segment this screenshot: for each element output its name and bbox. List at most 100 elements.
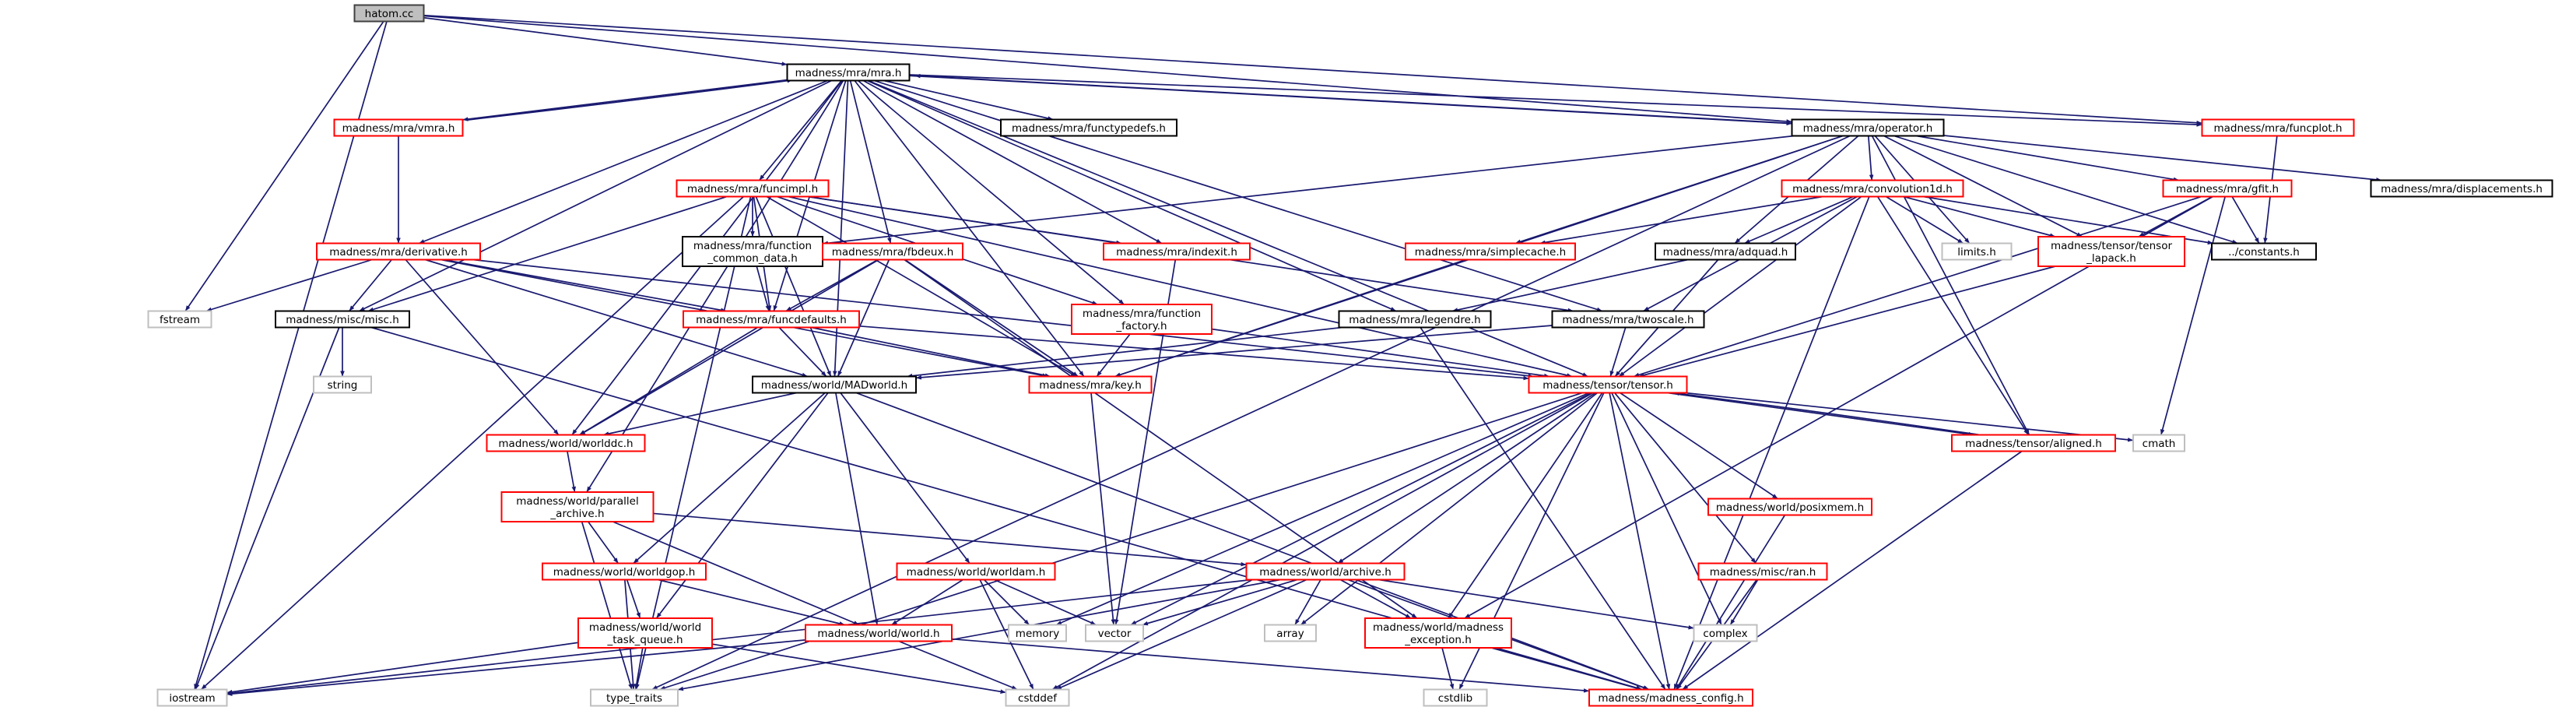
node-mra[interactable]: madness/mra/mra.h (786, 63, 911, 82)
node-tensor_lapack-box (2037, 236, 2185, 267)
node-ran-box (1697, 562, 1828, 581)
node-functypedefs[interactable]: madness/mra/functypedefs.h (1000, 118, 1177, 137)
node-aligned-label: madness/tensor/aligned.h (1965, 438, 2102, 450)
edge-parallel_archive-to-world (612, 521, 860, 626)
node-legendre[interactable]: madness/mra/legendre.h (1338, 310, 1492, 329)
node-hatom[interactable]: hatom.cc (353, 4, 425, 23)
node-worldgop[interactable]: madness/world/worldgop.h (542, 562, 707, 581)
edge-madness_exception-to-madness_config (1491, 647, 1642, 691)
node-fbdeux[interactable]: madness/mra/fbdeux.h (822, 242, 963, 261)
node-cstdlib-box (1423, 688, 1488, 707)
edge-simplecache-to-key (1114, 259, 1466, 378)
node-funcdefaults[interactable]: madness/mra/funcdefaults.h (683, 310, 860, 329)
edge-parallel_archive-to-type_traits (581, 521, 633, 690)
node-madness_exception[interactable]: madness/world/madness_exception.h (1364, 617, 1512, 649)
node-worlddc[interactable]: madness/world/worlddc.h (486, 434, 646, 452)
node-function_common_data[interactable]: madness/mra/function_common_data.h (682, 236, 823, 267)
node-vector-box (1085, 624, 1144, 642)
node-archive[interactable]: madness/world/archive.h (1245, 562, 1406, 581)
node-vmra[interactable]: madness/mra/vmra.h (333, 118, 464, 137)
edge-funcdefaults-to-worlddc (578, 326, 759, 436)
node-simplecache[interactable]: madness/mra/simplecache.h (1405, 242, 1576, 261)
node-operator-box (1791, 118, 1945, 137)
edge-world-to-cstddef (898, 640, 1018, 691)
node-madness_config[interactable]: madness/madness_config.h (1588, 688, 1753, 707)
node-cmath-label: cmath (2143, 438, 2176, 450)
node-adquad-box (1655, 242, 1796, 261)
node-ran[interactable]: madness/misc/ran.h (1697, 562, 1828, 581)
edge-tensor-to-memory (1055, 392, 1590, 626)
node-array-label: array (1276, 628, 1304, 640)
node-funcimpl[interactable]: madness/mra/funcimpl.h (676, 179, 830, 198)
node-madworld[interactable]: madness/world/MADworld.h (752, 375, 917, 394)
node-function_factory[interactable]: madness/mra/function_factory.h (1071, 304, 1213, 335)
node-madness_exception-box (1364, 617, 1512, 649)
node-string: string (313, 375, 372, 394)
edge-parallel_archive-to-worldgop (588, 521, 619, 564)
node-gfit[interactable]: madness/mra/gfit.h (2162, 179, 2293, 198)
node-parallel_archive[interactable]: madness/world/parallel_archive.h (500, 491, 655, 522)
node-key[interactable]: madness/mra/key.h (1028, 375, 1153, 394)
edge-derivative-to-misc (349, 259, 392, 312)
node-worlddc-label: madness/world/worlddc.h (498, 438, 633, 450)
node-derivative-label: madness/mra/derivative.h (329, 246, 468, 259)
node-worlddam-box (896, 562, 1056, 581)
node-indexit-box (1103, 242, 1251, 261)
edge-worldgop-to-task_queue (626, 579, 641, 619)
node-displacements-box (2370, 179, 2553, 198)
node-world[interactable]: madness/world/world.h (805, 624, 953, 642)
edge-tensor-to-vector (1130, 392, 1592, 626)
node-function_common_data-label: madness/mra/function (693, 240, 812, 252)
node-iostream-box (156, 688, 228, 707)
node-funcplot[interactable]: madness/mra/funcplot.h (2201, 118, 2355, 137)
node-tensor-label: madness/tensor/tensor.h (1542, 379, 1673, 392)
edge-tensor-to-complex (1611, 392, 1722, 625)
node-parallel_archive-box (500, 491, 655, 522)
node-vector-label: vector (1098, 628, 1132, 640)
node-cmath-box (2132, 434, 2185, 452)
node-task_queue[interactable]: madness/world/world_task_queue.h (577, 617, 713, 649)
node-madness_config-label: madness/madness_config.h (1598, 692, 1743, 705)
node-operator[interactable]: madness/mra/operator.h (1791, 118, 1945, 137)
node-aligned-box (1951, 434, 2116, 452)
edge-operator-to-constants (1893, 135, 2238, 244)
node-fstream-box (147, 310, 212, 329)
node-hatom-box (353, 4, 425, 23)
node-legendre-box (1338, 310, 1492, 329)
edge-mra-to-fbdeux (849, 80, 892, 244)
node-tensor_lapack[interactable]: madness/tensor/tensor_lapack.h (2037, 236, 2185, 267)
node-convolution1d[interactable]: madness/mra/convolution1d.h (1781, 179, 1964, 198)
node-derivative[interactable]: madness/mra/derivative.h (316, 242, 481, 261)
node-type_traits-label: type_traits (606, 692, 662, 705)
nodes: hatom.cc madness/mra/mra.h madness/mra/vmr… (147, 4, 2553, 707)
node-funcplot-box (2201, 118, 2355, 137)
node-aligned[interactable]: madness/tensor/aligned.h (1951, 434, 2116, 452)
node-tensor[interactable]: madness/tensor/tensor.h (1528, 375, 1688, 394)
node-function_factory-label: madness/mra/function (1083, 308, 1201, 320)
edge-task_queue-to-cstddef (711, 643, 1006, 694)
edge-world-to-madness_config (951, 638, 1590, 693)
edge-mra-to-derivative (419, 79, 828, 244)
node-displacements[interactable]: madness/mra/displacements.h (2370, 179, 2553, 198)
node-worlddam[interactable]: madness/world/worldam.h (896, 562, 1056, 581)
edge-operator-to-convolution1d (1867, 135, 1874, 181)
node-function_factory-box (1071, 304, 1213, 335)
edge-aligned-to-madness_config (1682, 450, 2023, 691)
node-posixmem[interactable]: madness/world/posixmem.h (1707, 498, 1872, 516)
node-key-box (1028, 375, 1153, 394)
node-derivative-box (316, 242, 481, 261)
node-posixmem-box (1707, 498, 1872, 516)
node-constants[interactable]: ../constants.h (2211, 242, 2317, 261)
node-adquad[interactable]: madness/mra/adquad.h (1655, 242, 1796, 261)
node-vector: vector (1085, 624, 1144, 642)
edge-convolution1d-to-adquad (1744, 195, 1854, 244)
edge-tensor-to-cstdlib (1458, 392, 1605, 690)
edges (184, 14, 2382, 696)
node-misc[interactable]: madness/misc/misc.h (275, 310, 410, 329)
edge-mra-to-tensor (868, 79, 1588, 378)
node-indexit[interactable]: madness/mra/indexit.h (1103, 242, 1251, 261)
node-twoscale[interactable]: madness/mra/twoscale.h (1551, 310, 1705, 329)
node-world-label: madness/world/world.h (817, 628, 939, 640)
node-misc-label: madness/misc/misc.h (286, 314, 399, 326)
